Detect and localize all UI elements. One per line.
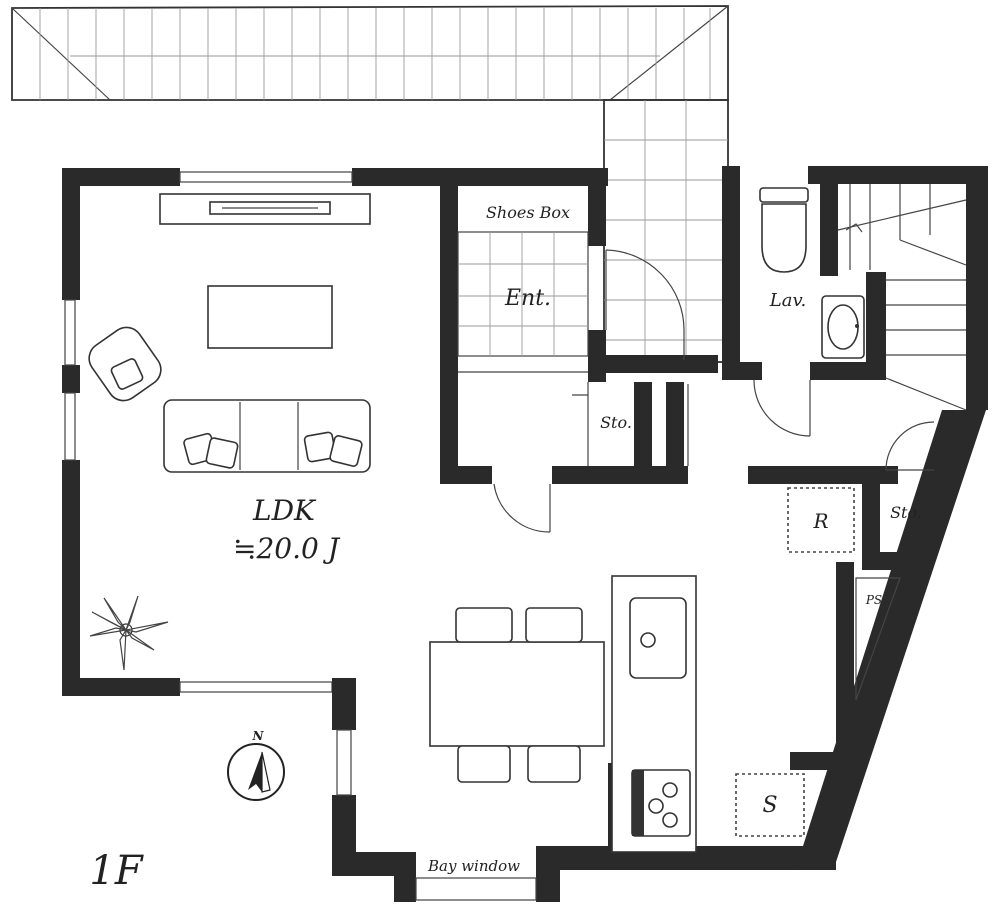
doors xyxy=(493,249,935,533)
compass-icon xyxy=(227,743,285,801)
plant xyxy=(89,595,169,671)
compass-north-label: N xyxy=(252,729,265,743)
room-label-entrance: Ent. xyxy=(504,286,551,311)
walls xyxy=(62,166,988,902)
s-space xyxy=(735,773,805,837)
room-label-s-space: S xyxy=(762,793,777,818)
staircase xyxy=(837,184,967,411)
wash-basin xyxy=(821,295,865,359)
top-deck xyxy=(11,5,729,101)
toilet xyxy=(759,187,809,273)
room-label-bay-window: Bay window xyxy=(427,857,520,875)
approach-walkway xyxy=(603,99,729,363)
coffee-table xyxy=(207,285,333,349)
pipe-space xyxy=(855,577,901,701)
entrance-floor xyxy=(457,231,589,373)
floor-label: 1F xyxy=(89,848,143,894)
room-size-ldk: ≒20.0 J xyxy=(233,532,341,565)
room-label-storage-right: Sto. xyxy=(890,503,922,522)
room-label-shoes-box: Shoes Box xyxy=(486,203,570,222)
room-label-lavatory: Lav. xyxy=(769,290,806,311)
sofa xyxy=(163,399,371,473)
kitchen-counter xyxy=(611,575,697,853)
tv-board xyxy=(159,193,371,225)
armchair xyxy=(88,326,162,402)
room-label-ldk: LDK xyxy=(252,494,317,527)
dining-set xyxy=(429,607,605,783)
refrigerator-space xyxy=(787,487,855,553)
room-label-pipe-space: PS xyxy=(865,593,882,607)
room-label-storage-hall: Sto. xyxy=(600,413,632,432)
room-label-refrigerator: R xyxy=(812,509,828,533)
